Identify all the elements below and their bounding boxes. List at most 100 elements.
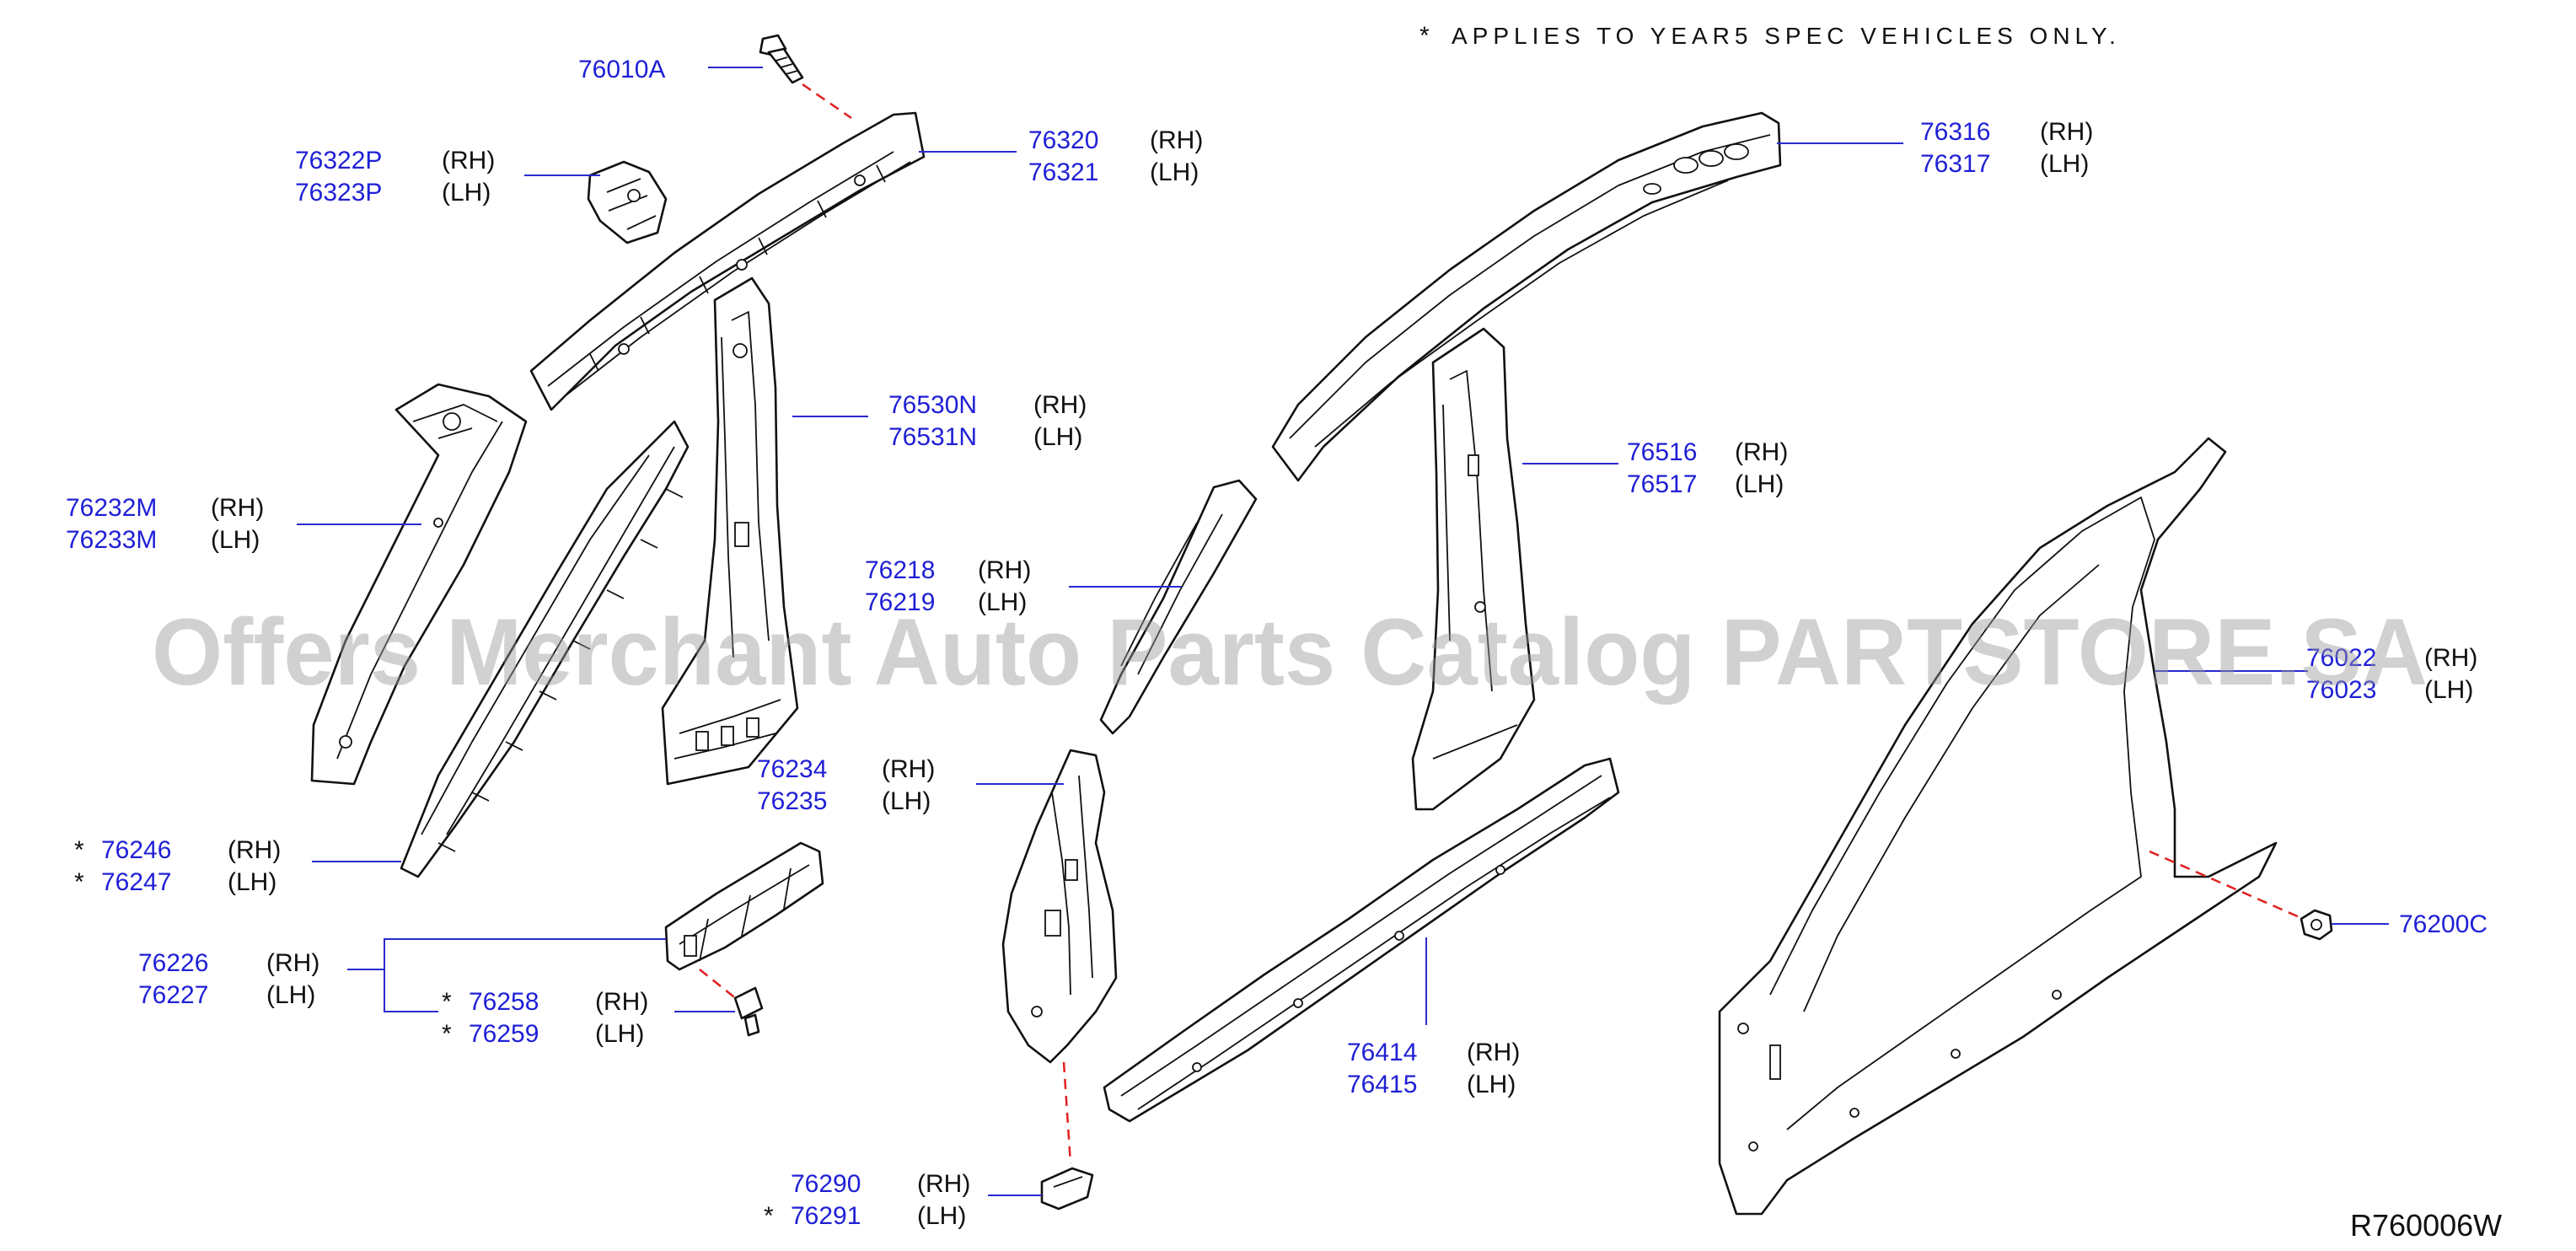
part-number[interactable]: 76291 — [791, 1202, 861, 1230]
label-76232M[interactable]: 76232M (RH) — [66, 494, 264, 522]
side-label: (LH) — [882, 787, 931, 815]
label-76320[interactable]: 76320 (RH) — [1028, 126, 1203, 154]
label-76323P[interactable]: 76323P (LH) — [295, 179, 491, 207]
side-label: (LH) — [2040, 150, 2089, 178]
roof-rail-76316-drawing — [1271, 111, 1782, 482]
part-number[interactable]: 76259 — [469, 1020, 539, 1048]
side-label: (LH) — [595, 1020, 644, 1048]
nut-76200C-drawing — [2300, 909, 2333, 941]
side-label: (LH) — [211, 526, 260, 554]
label-76531N[interactable]: 76531N (LH) — [888, 423, 1082, 451]
part-number[interactable]: 76317 — [1920, 150, 1990, 178]
part-number[interactable]: 76414 — [1347, 1039, 1417, 1066]
part-number[interactable]: 76226 — [138, 949, 208, 977]
part-number[interactable]: 76415 — [1347, 1071, 1417, 1098]
part-number[interactable]: 76258 — [469, 988, 539, 1016]
diagram-code: R760006W — [2350, 1208, 2502, 1243]
side-label: (RH) — [1033, 391, 1087, 419]
part-number[interactable]: 76321 — [1028, 158, 1098, 186]
side-label: (LH) — [1467, 1071, 1516, 1098]
spec-marker: * — [74, 868, 84, 896]
bracket-76290-drawing — [1040, 1167, 1094, 1211]
leader-lines — [297, 67, 2389, 1196]
part-number[interactable]: 76218 — [865, 556, 935, 584]
label-76022[interactable]: 76022 (RH) — [2306, 644, 2477, 672]
sill-76414-drawing — [1103, 757, 1620, 1123]
part-number[interactable]: 76247 — [101, 868, 171, 896]
part-number[interactable]: 76246 — [101, 836, 171, 864]
strip-76218-drawing — [1099, 479, 1258, 735]
side-label: (RH) — [978, 556, 1031, 584]
label-76218[interactable]: 76218 (RH) — [865, 556, 1031, 584]
label-76516[interactable]: 76516 (RH) — [1627, 438, 1788, 466]
outer-pillar-76234-drawing — [1001, 749, 1118, 1164]
side-label: (LH) — [1033, 423, 1082, 451]
label-76010A[interactable]: 76010A — [578, 56, 665, 83]
label-76259[interactable]: * 76259 (LH) — [442, 1020, 644, 1048]
part-number[interactable]: 76219 — [865, 588, 935, 616]
side-label: (LH) — [1150, 158, 1199, 186]
label-76235[interactable]: 76235 (LH) — [757, 787, 931, 815]
label-76258[interactable]: * 76258 (RH) — [442, 988, 648, 1016]
part-number[interactable]: 76227 — [138, 981, 208, 1009]
spec-marker: * — [442, 988, 452, 1016]
part-number[interactable]: 76290 — [791, 1170, 861, 1198]
label-76415[interactable]: 76415 (LH) — [1347, 1071, 1516, 1098]
bolt-76010A-drawing — [759, 34, 852, 120]
label-76219[interactable]: 76219 (LH) — [865, 588, 1027, 616]
label-76321[interactable]: 76321 (LH) — [1028, 158, 1199, 186]
label-76290[interactable]: 76290 (RH) — [791, 1170, 970, 1198]
part-number[interactable]: 76531N — [888, 423, 977, 451]
label-76291[interactable]: * 76291 (LH) — [764, 1202, 966, 1230]
part-number[interactable]: 76010A — [578, 56, 665, 83]
part-number[interactable]: 76023 — [2306, 676, 2376, 704]
watermark: Offers Merchant Auto Parts Catalog PARTS… — [152, 599, 2428, 705]
part-number[interactable]: 76200C — [2399, 910, 2487, 938]
label-76227[interactable]: 76227 (LH) — [138, 981, 315, 1009]
side-label: (RH) — [882, 755, 935, 783]
label-76233M[interactable]: 76233M (LH) — [66, 526, 260, 554]
part-number[interactable]: 76233M — [66, 526, 157, 554]
spec-marker: * — [74, 836, 84, 864]
part-number[interactable]: 76516 — [1627, 438, 1697, 466]
note: * APPLIES TO YEAR5 SPEC VEHICLES ONLY. — [1419, 22, 2116, 50]
label-76226[interactable]: 76226 (RH) — [138, 949, 319, 977]
side-label: (RH) — [211, 494, 264, 522]
label-76023[interactable]: 76023 (LH) — [2306, 676, 2473, 704]
side-label: (RH) — [1150, 126, 1203, 154]
bracket-76322P-drawing — [587, 160, 668, 244]
label-76316[interactable]: 76316 (RH) — [1920, 118, 2093, 146]
part-number[interactable]: 76235 — [757, 787, 827, 815]
side-label: (LH) — [2424, 676, 2473, 704]
part-number[interactable]: 76322P — [295, 147, 382, 174]
part-number[interactable]: 76316 — [1920, 118, 1990, 146]
label-76234[interactable]: 76234 (RH) — [757, 755, 935, 783]
note-star: * — [1419, 22, 1430, 50]
label-76414[interactable]: 76414 (RH) — [1347, 1039, 1520, 1066]
label-76247[interactable]: * 76247 (LH) — [74, 868, 276, 896]
side-label: (RH) — [442, 147, 495, 174]
side-label: (LH) — [1735, 470, 1784, 498]
label-76517[interactable]: 76517 (LH) — [1627, 470, 1784, 498]
part-number[interactable]: 76234 — [757, 755, 827, 783]
spec-marker: * — [442, 1020, 452, 1048]
part-number[interactable]: 76022 — [2306, 644, 2376, 672]
side-label: (LH) — [442, 179, 491, 207]
label-76246[interactable]: * 76246 (RH) — [74, 836, 281, 864]
side-label: (RH) — [2040, 118, 2093, 146]
side-label: (LH) — [917, 1202, 966, 1230]
part-number[interactable]: 76232M — [66, 494, 157, 522]
label-76322P[interactable]: 76322P (RH) — [295, 147, 495, 174]
part-number[interactable]: 76320 — [1028, 126, 1098, 154]
bracket-76226-drawing — [664, 841, 824, 1004]
label-76200C[interactable]: 76200C — [2399, 910, 2487, 938]
part-number[interactable]: 76323P — [295, 179, 382, 207]
label-76317[interactable]: 76317 (LH) — [1920, 150, 2089, 178]
side-label: (LH) — [978, 588, 1027, 616]
label-76530N[interactable]: 76530N (RH) — [888, 391, 1087, 419]
side-label: (LH) — [266, 981, 315, 1009]
part-number[interactable]: 76530N — [888, 391, 977, 419]
side-body-outer-76022-drawing — [1718, 437, 2316, 1216]
part-number[interactable]: 76517 — [1627, 470, 1697, 498]
